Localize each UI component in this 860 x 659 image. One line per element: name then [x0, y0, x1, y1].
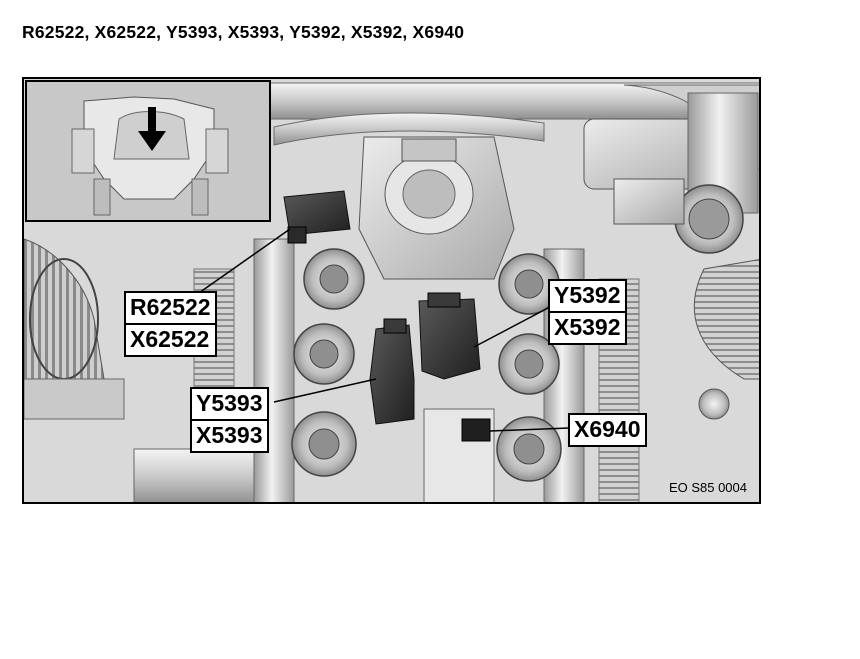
label-x62522: X62522 — [126, 323, 215, 355]
label-y5393: Y5393 — [196, 390, 263, 416]
callout-y5393-x5393: Y5393 X5393 — [190, 387, 269, 453]
label-x6940: X6940 — [574, 416, 641, 442]
callout-x6940: X6940 — [568, 413, 647, 447]
location-arrow-icon — [138, 131, 166, 151]
engine-drawing — [24, 79, 759, 502]
label-y5392: Y5392 — [554, 282, 621, 308]
page-heading: R62522, X62522, Y5393, X5393, Y5392, X53… — [22, 22, 465, 42]
label-x5393: X5393 — [192, 419, 267, 451]
figure-code: EO S85 0004 — [668, 480, 747, 495]
callout-y5392-x5392: Y5392 X5392 — [548, 279, 627, 345]
label-x5392: X5392 — [550, 311, 625, 343]
location-arrow-shaft — [148, 107, 156, 133]
engine-illustration: R62522 X62522 Y5392 X5392 Y5393 X5393 X6… — [22, 77, 761, 504]
callout-r62522-x62522: R62522 X62522 — [124, 291, 217, 357]
label-r62522: R62522 — [130, 294, 211, 320]
